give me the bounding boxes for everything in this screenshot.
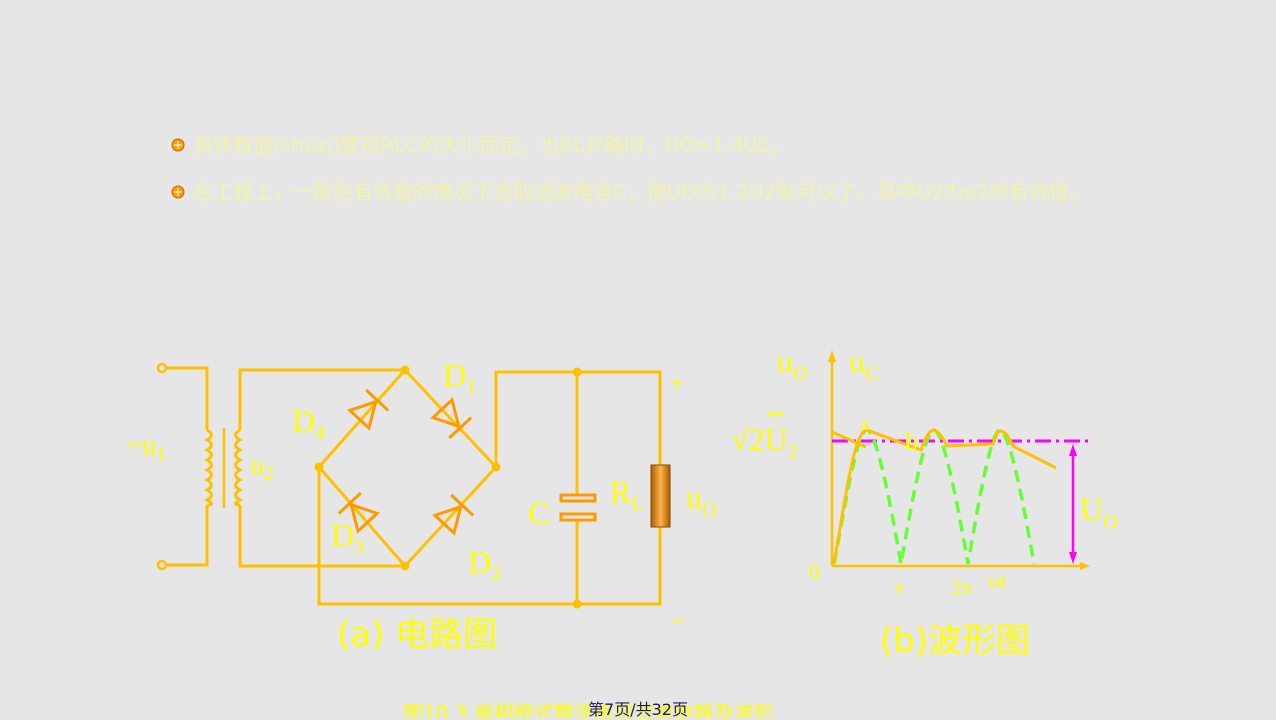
bullet-icon (171, 185, 185, 199)
y-label-uc: uC (849, 343, 878, 385)
uo-arrow-bottom (1069, 552, 1077, 564)
point-a-label: a (860, 413, 869, 435)
capacitor (559, 493, 597, 522)
primary-coil (203, 428, 213, 507)
rectified-sine-wave (832, 428, 1036, 565)
plus-sign: + (670, 369, 685, 398)
diode-d2 (432, 493, 475, 536)
x-axis-label: ωt (988, 570, 1007, 592)
d2-label: D2 (468, 544, 501, 585)
d3-label: D3 (331, 517, 364, 558)
primary-wires (166, 366, 209, 567)
uo-avg-label: UO (1080, 491, 1118, 533)
waveform-plot: uO uC √2U2 a b 0 π 2π ωt UO (731, 343, 1118, 599)
initial-envelope (831, 430, 867, 449)
capacitor-label: C (528, 495, 549, 531)
uo-arrow-top (1069, 444, 1077, 456)
point-b-label: b (905, 427, 918, 456)
diode-d1 (430, 397, 473, 440)
load-label: RL (610, 474, 644, 515)
circuit-caption: (a) 电路图 (337, 615, 497, 655)
d1-label: D1 (443, 357, 476, 398)
bullet-2: 在工程上，一般在有负载的情况下选取滤波电容C，使UO为1.2U2就可以了。其中U… (171, 176, 1111, 208)
output-node-top (572, 367, 582, 377)
source-label: ~u1 (127, 430, 166, 465)
d4-label: D4 (292, 403, 325, 444)
page-footer: 第7页/共32页 (588, 700, 688, 719)
peak-label: √2U2 (731, 421, 798, 463)
filtered-output-wave (832, 428, 1057, 565)
output-label: uO (686, 479, 716, 521)
bullet-icon (171, 138, 185, 152)
bridge-node-top (400, 365, 410, 375)
secondary-coil (234, 428, 244, 507)
diode-d3 (337, 491, 380, 534)
tick-pi-label: π (894, 577, 903, 597)
x-axis-arrow (1080, 562, 1090, 570)
origin-label: 0 (809, 559, 820, 584)
bullet-2-text: 在工程上，一般在有负载的情况下选取滤波电容C，使UO为1.2U2就可以了。其中U… (193, 180, 1090, 204)
y-label-uo: uO (777, 343, 807, 385)
input-terminal-top (156, 362, 168, 374)
minus-sign: − (670, 607, 685, 636)
bridge-node-bottom (400, 561, 410, 571)
secondary-wires (238, 368, 405, 568)
circuit-diagram (156, 362, 662, 609)
output-node-bottom (572, 599, 582, 609)
load-resistor (650, 464, 671, 528)
waveform-caption: (b)波形图 (880, 621, 1030, 661)
y-axis-arrow (828, 350, 836, 362)
bullet-1-text: 具体数值(shùzí)要视RLC的大小而定。当RL开路时，UO≈1.4U2。 (193, 133, 791, 157)
bullet-1: 具体数值(shùzí)要视RLC的大小而定。当RL开路时，UO≈1.4U2。 (171, 129, 1111, 161)
diode-d4 (347, 388, 390, 431)
figure-caption: 图10.3 单相桥式整流电容滤波电路及波形 (403, 701, 774, 718)
secondary-label: u2 (250, 450, 274, 485)
input-terminal-bottom (156, 559, 168, 571)
tick-2pi-label: 2π (952, 577, 972, 599)
